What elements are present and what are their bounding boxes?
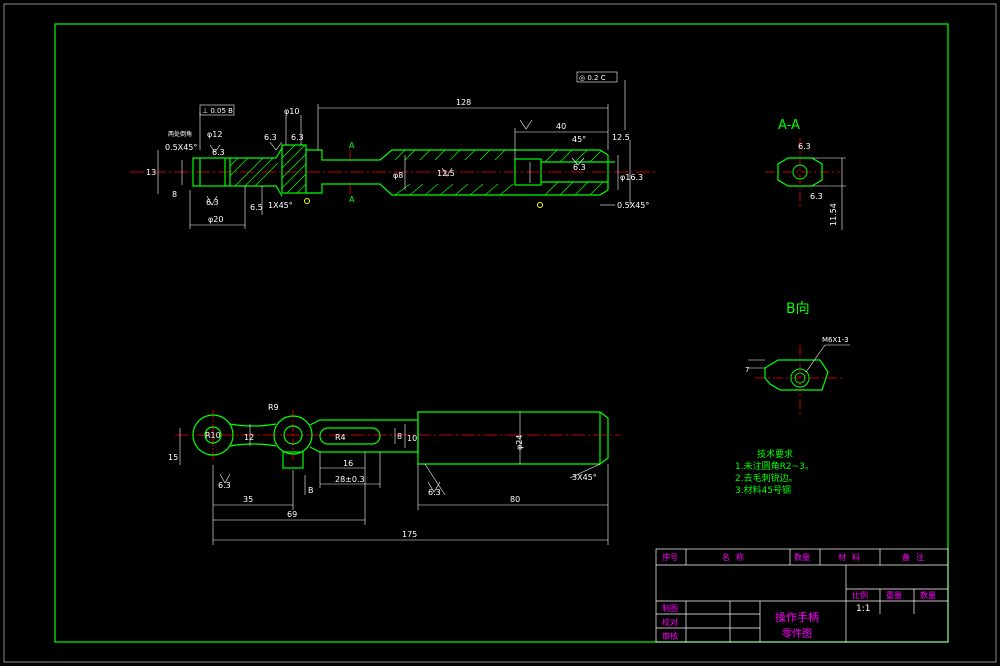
- view-b: B向 M6X1-3 7: [745, 301, 850, 418]
- tb-role-check: 校对: [662, 617, 678, 627]
- bottom-view: R10 R9 R4 15 12 8 10 16 28±0.3 35 69 80 …: [168, 403, 620, 545]
- tb-header-material: 材料: [838, 552, 866, 562]
- tb-part-name: 操作手柄: [775, 610, 819, 624]
- tech-req-item-1: 1.未注圆角R2~3。: [735, 460, 814, 472]
- tolerance-box-2: ◎ 0.2 C: [579, 74, 606, 82]
- chamfer-3: 0.5X45°: [617, 201, 649, 210]
- chamfer-2: 1X45°: [268, 201, 293, 210]
- dim-28: 28±0.3: [335, 475, 365, 484]
- top-view: 128 40 φ10 φ20 13 8 6.5 12.5 12.5 φ8 φ12…: [130, 71, 655, 229]
- bottom-dim-63b: 6.3: [428, 488, 441, 497]
- dim-63d: 6.3: [206, 198, 219, 207]
- dim-phi10: φ10: [284, 107, 299, 116]
- note-small: 两处倒角: [168, 130, 192, 138]
- dim-63e: 6.3: [573, 163, 586, 172]
- tb-header-qty: 数量: [794, 552, 810, 562]
- aa-dim-63: 6.3: [798, 142, 811, 151]
- dim-8b: 8: [397, 432, 402, 441]
- dim-16: 16: [343, 459, 353, 468]
- tb-role-draw: 制图: [662, 603, 678, 613]
- dim-63b: 6.3: [291, 133, 304, 142]
- dim-175: 175: [402, 530, 417, 539]
- dim-8: 8: [172, 190, 177, 199]
- dim-phi163: φ16.3: [620, 173, 643, 182]
- dim-phi24: φ24: [515, 435, 524, 450]
- tb-header-remark: 备注: [902, 552, 930, 562]
- arrow-b-label: B: [308, 486, 314, 495]
- dim-125a: 12.5: [437, 169, 455, 178]
- dim-35: 35: [243, 495, 253, 504]
- dim-R4: R4: [335, 433, 346, 442]
- tech-req-item-3: 3.材料45号钢: [735, 484, 791, 496]
- dim-R9: R9: [268, 403, 279, 412]
- dim-80: 80: [510, 495, 520, 504]
- section-label-a1: A: [349, 141, 355, 150]
- dim-12: 12: [244, 433, 254, 442]
- drawing-frame: [3, 3, 997, 663]
- dim-15: 15: [168, 453, 178, 462]
- dim-65: 6.5: [250, 203, 263, 212]
- tech-req-item-2: 2.去毛刺锐边。: [735, 472, 798, 484]
- section-a-a: A-A 6.3 6.3 11.54: [765, 118, 846, 230]
- tb-header-no: 序号: [662, 552, 678, 562]
- dim-45deg: 45°: [572, 135, 586, 144]
- bottom-dim-63a: 6.3: [218, 481, 231, 490]
- dim-phi12: φ12: [207, 130, 222, 139]
- title-block: 序号 名称 数量 材料 备注 比例 重量 数量 制图 校对 审核 操作手柄 零件…: [655, 548, 949, 643]
- tb-weight-label: 重量: [886, 590, 902, 600]
- tolerance-box-1: ⊥ 0.05 B: [202, 107, 233, 115]
- tech-req-title: 技术要求: [757, 448, 793, 460]
- tb-scale-value: 1:1: [856, 604, 870, 614]
- chamfer-1: 0.5X45°: [165, 143, 197, 152]
- dim-10: 10: [407, 434, 417, 443]
- chamfer-3x45: 3X45°: [572, 473, 597, 482]
- dim-128: 128: [456, 98, 471, 107]
- dim-13: 13: [146, 168, 156, 177]
- section-aa-label: A-A: [778, 118, 800, 133]
- tb-scale-label: 比例: [852, 590, 868, 600]
- section-label-a2: A: [349, 195, 355, 204]
- view-b-thread: M6X1-3: [822, 336, 849, 344]
- tb-qty-label: 数量: [920, 590, 936, 600]
- dim-63c: 6.3: [212, 148, 225, 157]
- dim-phi8: φ8: [393, 171, 403, 180]
- dim-R10: R10: [205, 431, 221, 440]
- tb-header-name: 名称: [722, 552, 750, 562]
- view-b-dim-7: 7: [745, 366, 749, 374]
- aa-dim-1154: 11.54: [829, 203, 838, 226]
- tb-role-review: 审核: [662, 631, 678, 641]
- dim-phi20: φ20: [208, 215, 223, 224]
- tb-drawing-type: 零件图: [782, 628, 812, 640]
- dim-40: 40: [556, 122, 566, 131]
- dim-125b: 12.5: [612, 133, 630, 142]
- dim-63a: 6.3: [264, 133, 277, 142]
- dim-69: 69: [287, 510, 297, 519]
- technical-requirements: 技术要求 1.未注圆角R2~3。 2.去毛刺锐边。 3.材料45号钢: [735, 448, 814, 496]
- aa-dim-63b: 6.3: [810, 192, 823, 201]
- view-b-label: B向: [786, 301, 810, 317]
